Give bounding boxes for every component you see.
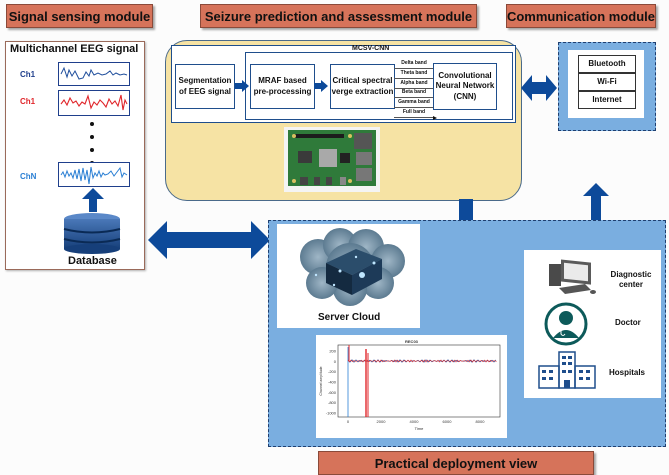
double-arrow-prediction-communication [521, 75, 557, 101]
server-cloud-icon [300, 228, 405, 306]
double-arrow-communication-deployment [583, 183, 609, 248]
band-item: Theta band [394, 69, 437, 81]
comm-bluetooth[interactable]: Bluetooth [578, 55, 636, 73]
y-tick-label: -600 [328, 390, 337, 395]
header-signal-sensing: Signal sensing module [6, 4, 153, 28]
y-tick-label: 0 [334, 359, 337, 364]
endpoint-hospitals: Hospitals [609, 368, 646, 377]
mcsv-cnn-title: MCSV-CNN [352, 45, 390, 52]
arrowhead-icon [433, 116, 437, 120]
y-tick-label: 200 [329, 349, 336, 354]
eeg-waveform-ch1-red [58, 90, 130, 116]
series-red [347, 359, 497, 363]
band-item: Delta band [394, 59, 437, 71]
eeg-waveform-ch1 [58, 62, 130, 86]
band-item: Beta band [394, 88, 437, 101]
channel-label-1: Ch1 [20, 70, 36, 79]
y-axis-label: Channel amplitude [319, 366, 323, 395]
y-tick-label: -1000 [326, 411, 337, 416]
database-icon [63, 213, 121, 254]
server-cloud-label: Server Cloud [318, 312, 381, 323]
hospital-icon [538, 351, 596, 389]
channel-label-2: Ch1 [20, 97, 36, 106]
endpoint-doctor: Doctor [615, 318, 641, 327]
x-tick-label: 4000 [410, 419, 420, 424]
y-tick-label: -800 [328, 400, 337, 405]
step-spectral-extraction: Critical spectral verge extraction [330, 64, 395, 109]
step-cnn: Convolutional Neural Network (CNN) [433, 63, 497, 110]
step-segmentation: Segmentation of EEG signal [175, 64, 235, 109]
computer-icon [549, 259, 596, 294]
x-tick-label: 8000 [476, 419, 486, 424]
double-arrow-database-cloud [148, 221, 270, 259]
header-seizure-prediction: Seizure prediction and assessment module [200, 4, 477, 28]
header-practical-deployment: Practical deployment view [318, 451, 594, 475]
comm-wifi[interactable]: Wi-Fi [578, 73, 636, 91]
arrow-right-icon [314, 80, 328, 92]
channel-label-n: ChN [20, 172, 37, 181]
comm-internet[interactable]: Internet [578, 91, 636, 109]
band-item: Gamma band [394, 98, 437, 111]
band-item: Alpha band [394, 79, 437, 91]
doctor-icon [544, 302, 588, 346]
endpoint-diagnostic-center: Diagnostic center [610, 270, 652, 289]
header-communication: Communication module [506, 4, 656, 28]
y-tick-label: -400 [328, 380, 337, 385]
y-tick-label: -200 [328, 369, 337, 374]
multichannel-eeg-title: Multichannel EEG signal [10, 43, 139, 55]
x-tick-label: 6000 [443, 419, 453, 424]
x-tick-label: 0 [347, 419, 350, 424]
plot-frame [337, 344, 501, 418]
band-item: Full band [394, 108, 437, 120]
raspberry-pi-board-image [284, 127, 380, 192]
database-label: Database [68, 255, 117, 267]
arrow-right-icon [235, 80, 249, 92]
eeg-waveform-chn [58, 162, 130, 187]
x-axis-label: Time [415, 426, 425, 431]
up-arrow-icon [82, 188, 104, 212]
plot-title: REC03 [405, 339, 418, 344]
x-tick-label: 2000 [377, 419, 387, 424]
step-mraf-preprocessing: MRAF based pre-processing [250, 64, 315, 109]
